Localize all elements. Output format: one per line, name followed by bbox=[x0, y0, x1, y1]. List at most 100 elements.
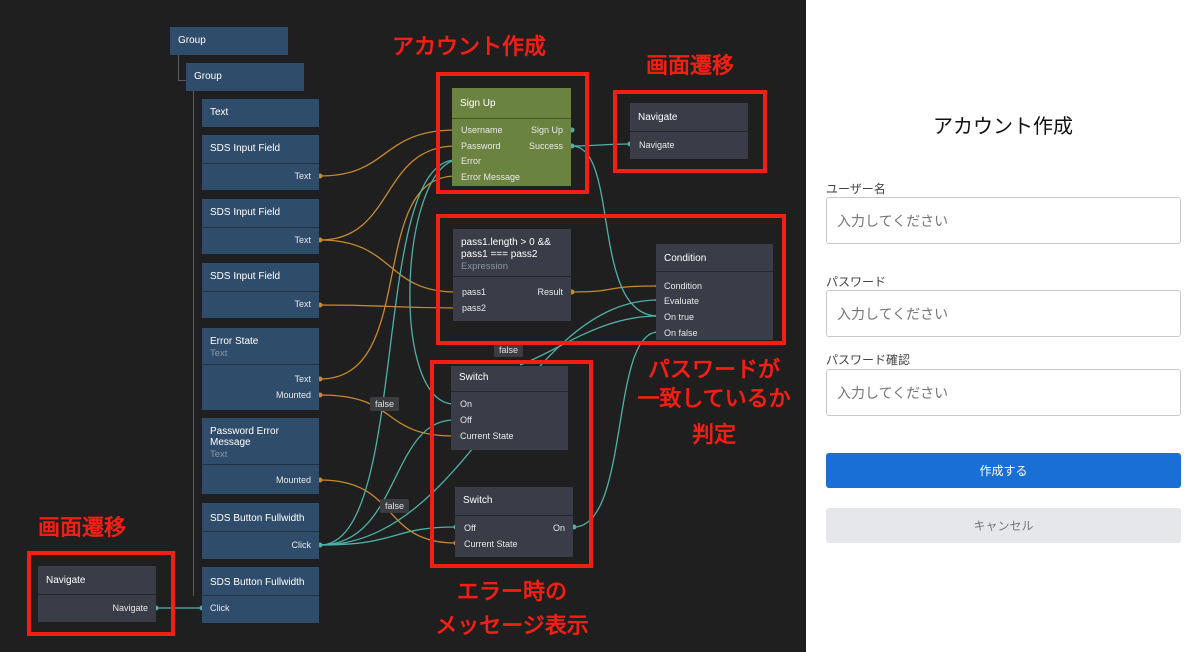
port-navigate[interactable]: Navigate bbox=[112, 603, 148, 613]
annotation-password-match-line2: 一致しているか bbox=[637, 386, 791, 411]
node-title: SDS Button Fullwidth bbox=[210, 577, 305, 588]
node-title: Group bbox=[194, 71, 222, 82]
port-sign-up[interactable]: Sign Up bbox=[530, 125, 563, 135]
false-value-tag: false bbox=[380, 499, 410, 513]
annotation-screen-transition-top: 画面遷移 bbox=[646, 53, 735, 78]
wire-click-signup bbox=[319, 159, 457, 546]
port-on[interactable]: On bbox=[460, 399, 473, 409]
group-node-root[interactable]: Group bbox=[170, 27, 288, 55]
error-state-node[interactable]: Error State Text Text Mounted bbox=[202, 328, 319, 410]
node-title: Password Error bbox=[210, 426, 279, 437]
button-node-create[interactable]: SDS Button Fullwidth Click bbox=[202, 503, 319, 559]
wire-errortext-errormsg bbox=[319, 175, 457, 380]
navigate-node-top[interactable]: Navigate Navigate bbox=[630, 103, 748, 159]
port-result[interactable]: Result bbox=[537, 287, 563, 297]
port-on[interactable]: On bbox=[552, 523, 565, 533]
node-header-divider bbox=[455, 515, 573, 516]
node-title: Switch bbox=[463, 495, 493, 506]
switch-node-error[interactable]: Switch On Off Current State bbox=[451, 366, 568, 450]
node-title: SDS Button Fullwidth bbox=[210, 513, 305, 524]
port-click[interactable]: Click bbox=[210, 603, 230, 613]
password-input[interactable] bbox=[826, 290, 1181, 337]
signup-node[interactable]: Sign Up Username Password Error Error Me… bbox=[452, 88, 571, 186]
create-account-button[interactable]: 作成する bbox=[826, 453, 1181, 488]
port-mounted[interactable]: Mounted bbox=[275, 390, 311, 400]
tree-line bbox=[178, 55, 179, 81]
port-off[interactable]: Off bbox=[464, 523, 476, 533]
port-navigate[interactable]: Navigate bbox=[639, 140, 675, 150]
node-title: SDS Input Field bbox=[210, 143, 281, 154]
port-username[interactable]: Username bbox=[461, 125, 503, 135]
expression-line1: pass1.length > 0 && bbox=[461, 237, 551, 248]
port-condition[interactable]: Condition bbox=[664, 281, 703, 291]
annotation-screen-transition-bottom: 画面遷移 bbox=[38, 515, 127, 540]
annotation-password-match-line3: 判定 bbox=[691, 422, 736, 447]
port-on-false[interactable]: On false bbox=[664, 328, 698, 338]
node-subtitle: Text bbox=[210, 348, 228, 359]
node-subtitle: Expression bbox=[461, 261, 508, 272]
node-title: Text bbox=[210, 107, 229, 118]
node-header-divider bbox=[202, 464, 319, 465]
port-success[interactable]: Success bbox=[528, 141, 563, 151]
node-header-divider bbox=[656, 271, 773, 272]
app-preview-form: アカウント作成 ユーザー名 パスワード パスワード確認 作成する キャンセル bbox=[806, 0, 1200, 652]
wire-input2-pass1 bbox=[319, 239, 457, 293]
button-node-cancel[interactable]: SDS Button Fullwidth Click bbox=[202, 567, 319, 623]
group-node-child[interactable]: Group bbox=[186, 63, 304, 91]
port-pass2[interactable]: pass2 bbox=[462, 303, 487, 313]
node-header-divider bbox=[451, 391, 568, 392]
node-header-divider bbox=[38, 594, 156, 595]
wire-success-navigate bbox=[571, 143, 631, 147]
annotation-box-navigate-bottom bbox=[27, 551, 175, 636]
wire-click-switch2-off bbox=[319, 526, 457, 546]
port-pass1[interactable]: pass1 bbox=[462, 287, 487, 297]
port-text[interactable]: Text bbox=[294, 235, 311, 245]
username-input[interactable] bbox=[826, 197, 1181, 244]
condition-node[interactable]: Condition Condition Evaluate On true On … bbox=[656, 244, 773, 340]
node-header-divider bbox=[453, 276, 571, 277]
port-mounted[interactable]: Mounted bbox=[275, 475, 311, 485]
port-error-message[interactable]: Error Message bbox=[461, 172, 521, 182]
port-text[interactable]: Text bbox=[294, 374, 311, 384]
node-header-divider bbox=[202, 163, 319, 164]
navigate-node-bottom[interactable]: Navigate Navigate bbox=[38, 566, 156, 622]
switch-node-password-error[interactable]: Switch Off On Current State bbox=[455, 487, 573, 557]
node-header-divider bbox=[202, 227, 319, 228]
port-text[interactable]: Text bbox=[294, 299, 311, 309]
text-node[interactable]: Text bbox=[202, 99, 319, 127]
node-header-divider bbox=[202, 595, 319, 596]
tree-line bbox=[193, 91, 194, 596]
password-confirm-input[interactable] bbox=[826, 369, 1181, 416]
password-confirm-label: パスワード確認 bbox=[826, 353, 911, 367]
node-header-divider bbox=[202, 531, 319, 532]
cancel-button[interactable]: キャンセル bbox=[826, 508, 1181, 543]
password-error-message-node[interactable]: Password Error Message Text Mounted bbox=[202, 418, 319, 494]
annotation-error-message-line1: エラー時の bbox=[456, 579, 567, 604]
expression-node[interactable]: pass1.length > 0 && pass1 === pass2 Expr… bbox=[453, 229, 571, 321]
port-error[interactable]: Error bbox=[461, 156, 481, 166]
node-title: SDS Input Field bbox=[210, 207, 281, 218]
port-current-state[interactable]: Current State bbox=[464, 539, 518, 549]
port-current-state[interactable]: Current State bbox=[460, 431, 514, 441]
annotation-error-message-line2: メッセージ表示 bbox=[435, 613, 589, 638]
input-field-node-confirm[interactable]: SDS Input Field Text bbox=[202, 263, 319, 318]
wire-ontrue-switch1 bbox=[519, 315, 659, 366]
username-label: ユーザー名 bbox=[826, 182, 886, 196]
input-field-node-password[interactable]: SDS Input Field Text bbox=[202, 199, 319, 254]
annotation-password-match-line1: パスワードが bbox=[647, 357, 780, 382]
node-editor-canvas[interactable]: Group Group Text SDS Input Field Text SD… bbox=[0, 0, 806, 652]
annotation-box-navigate-top bbox=[613, 90, 767, 173]
port-click[interactable]: Click bbox=[291, 540, 312, 550]
port-on-true[interactable]: On true bbox=[664, 312, 695, 322]
input-field-node-username[interactable]: SDS Input Field Text bbox=[202, 135, 319, 190]
node-title: SDS Input Field bbox=[210, 271, 281, 282]
port-off[interactable]: Off bbox=[460, 415, 472, 425]
port-password[interactable]: Password bbox=[461, 141, 501, 151]
node-subtitle: Text bbox=[210, 449, 228, 460]
wire-input2-password bbox=[319, 145, 457, 241]
port-evaluate[interactable]: Evaluate bbox=[664, 296, 700, 306]
node-header-divider bbox=[452, 118, 571, 119]
annotation-box-error-switch bbox=[430, 360, 593, 568]
port-text[interactable]: Text bbox=[294, 171, 311, 181]
false-value-tag: false bbox=[494, 343, 524, 357]
